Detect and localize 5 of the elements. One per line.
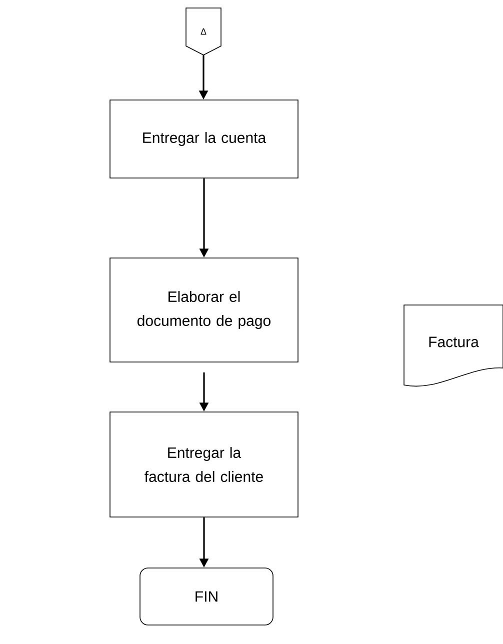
process-box: Entregar la factura del cliente bbox=[110, 412, 298, 518]
off-page-connector: Δ bbox=[186, 8, 222, 56]
terminator-box: FIN bbox=[140, 568, 274, 626]
process-box: Entregar la cuenta bbox=[110, 100, 298, 178]
process-box: Elaborar el documento de pago bbox=[110, 258, 298, 362]
